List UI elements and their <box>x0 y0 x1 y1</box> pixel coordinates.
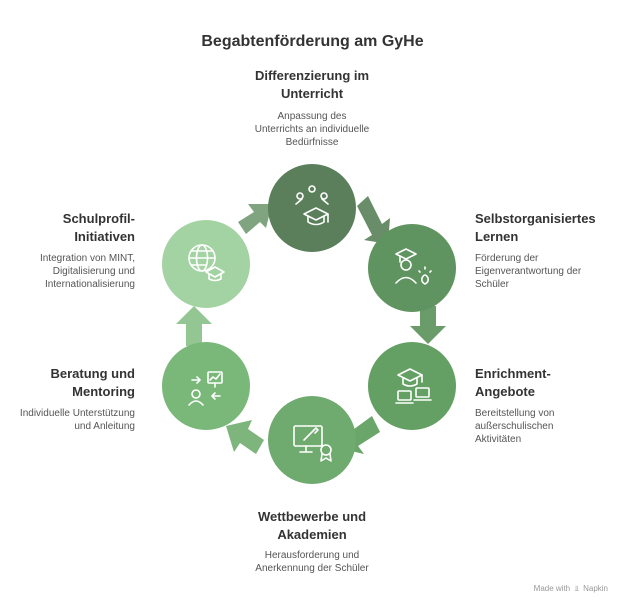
step-5-title-line-1: Beratung und <box>50 366 136 381</box>
step-2-description-line-1: Förderung der <box>475 253 539 264</box>
step-6-title-line-2: Initiativen <box>74 229 135 244</box>
step-5-title: Beratung und Mentoring <box>5 365 136 401</box>
step-4-title: Wettbewerbe und Akademien <box>212 508 412 544</box>
students-graduation-icon <box>295 185 329 226</box>
step-1-description-line-1: Anpassung des <box>277 111 347 122</box>
step-6-description-line-2: Digitalisierung und <box>52 266 135 277</box>
made-with-label: Made with <box>533 584 571 593</box>
step-4-title-line-2: Akademien <box>277 527 347 542</box>
step-circle-2[interactable] <box>368 224 456 312</box>
cap-laptop-icon <box>395 368 432 404</box>
step-2-description-line-2: Eigenverantwortung der <box>475 266 582 277</box>
step-4-description-line-2: Anerkennung der Schüler <box>255 563 369 574</box>
step-1-title-line-2: Unterricht <box>280 86 344 101</box>
step-6-title-line-1: Schulprofil- <box>62 211 135 226</box>
arrow-1-to-2 <box>357 196 390 244</box>
step-3-description-line-2: außerschulischen <box>475 421 554 432</box>
screen-award-icon <box>293 425 332 462</box>
arrow-2-to-3 <box>410 306 446 344</box>
step-5-description-line-2: und Anleitung <box>74 421 135 432</box>
step-4-description: Herausforderung und Anerkennung der Schü… <box>212 549 412 575</box>
step-2-description: Förderung der Eigenverantwortung der Sch… <box>475 252 620 291</box>
step-2-description-line-3: Schüler <box>475 279 509 290</box>
step-3-title-line-2: Angebote <box>475 384 535 399</box>
napkin-logo-icon: ⫫ <box>574 584 579 593</box>
brand-name: Napkin <box>583 584 608 593</box>
step-circle-4[interactable] <box>268 396 356 484</box>
step-3-title-line-1: Enrichment- <box>475 366 551 381</box>
step-circle-1[interactable] <box>268 164 356 252</box>
page-title: Begabtenförderung am GyHe <box>201 33 424 50</box>
step-1-description-line-3: Bedürfnisse <box>285 137 339 148</box>
step-1-description-line-2: Unterrichts an individuelle <box>254 124 370 135</box>
step-2-title-line-1: Selbstorganisiertes <box>475 211 596 226</box>
step-3-description-line-3: Aktivitäten <box>475 434 522 445</box>
graduate-lightbulb-icon <box>395 248 432 285</box>
step-circle-6[interactable] <box>162 220 250 308</box>
step-5-description: Individuelle Unterstützung und Anleitung <box>5 407 135 433</box>
step-1-title: Differenzierung im Unterricht <box>212 67 412 103</box>
step-6-description-line-1: Integration von MINT, <box>39 253 135 264</box>
step-4-description-line-1: Herausforderung und <box>264 550 360 561</box>
step-2-title: Selbstorganisiertes Lernen <box>475 210 620 246</box>
step-3-title: Enrichment- Angebote <box>475 365 620 401</box>
arrow-4-to-5 <box>226 420 264 454</box>
mentoring-presentation-icon <box>188 371 223 406</box>
step-1-description: Anpassung des Unterrichts an individuell… <box>212 110 412 149</box>
made-with-napkin[interactable]: Made with ⫫ Napkin <box>534 584 608 594</box>
step-6-description: Integration von MINT, Digitalisierung un… <box>5 252 135 291</box>
step-5-description-line-1: Individuelle Unterstützung <box>19 408 135 419</box>
step-circle-5[interactable] <box>162 342 250 430</box>
step-3-description-line-1: Bereitstellung von <box>475 408 555 419</box>
step-4-title-line-1: Wettbewerbe und <box>257 509 367 524</box>
step-5-title-line-2: Mentoring <box>72 384 135 399</box>
step-2-title-line-2: Lernen <box>475 229 519 244</box>
step-1-title-line-1: Differenzierung im <box>254 68 370 83</box>
globe-cap-icon <box>188 244 225 282</box>
arrow-6-to-1 <box>238 204 272 234</box>
step-3-description: Bereitstellung von außerschulischen Akti… <box>475 407 620 446</box>
arrow-5-to-6 <box>176 306 212 346</box>
step-6-description-line-3: Internationalisierung <box>44 279 135 290</box>
step-6-title: Schulprofil- Initiativen <box>5 210 135 246</box>
